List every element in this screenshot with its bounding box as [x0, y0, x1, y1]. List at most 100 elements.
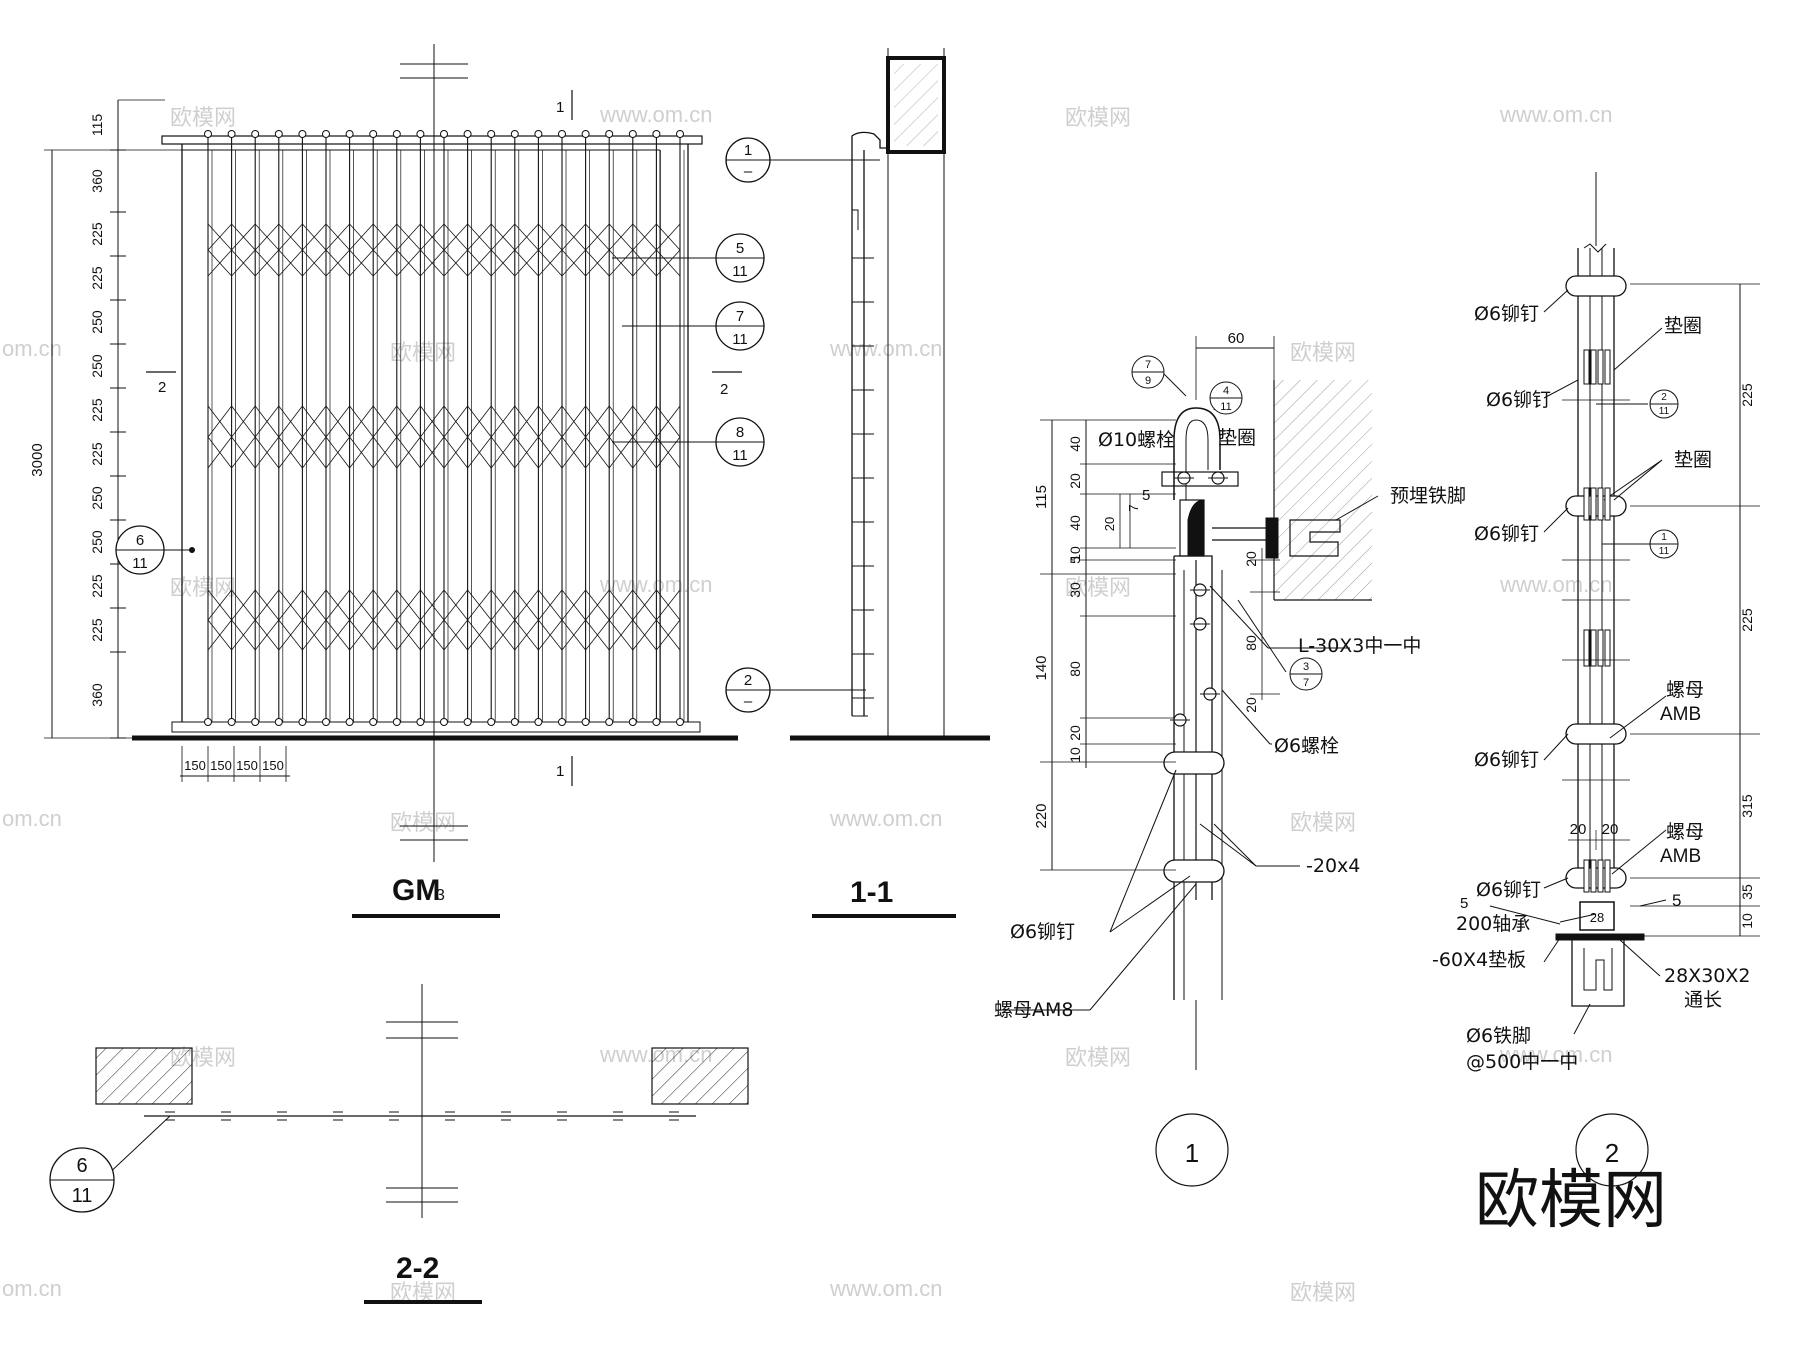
lattice-bar [349, 223, 374, 251]
lattice-bar [538, 405, 563, 438]
lattice-bar [561, 249, 586, 277]
rivet [369, 718, 378, 726]
rivet [605, 130, 614, 138]
lattice-bar [372, 249, 398, 277]
lattice-bar [349, 405, 374, 438]
lattice-bar [396, 405, 421, 438]
section-1-1-callout-2: 2 – [725, 667, 866, 713]
lattice-bar [302, 436, 327, 469]
elevation-dim-label: 250 [89, 354, 105, 378]
cut-mark-1-bottom: 1 [556, 763, 564, 780]
rivet [463, 718, 472, 726]
lattice-bar [396, 589, 421, 621]
lattice-bar [302, 249, 327, 277]
lattice-bar [538, 249, 563, 277]
washer-plate [1583, 629, 1590, 667]
detail-1-dim-right: 80 [1243, 635, 1259, 651]
washer-plate [1583, 349, 1590, 385]
rivet [628, 130, 637, 138]
detail-1-dim-inner: 80 [1067, 661, 1083, 677]
callout-top: 7 [1145, 359, 1151, 371]
rivet [440, 130, 448, 138]
lattice-bar [325, 589, 350, 621]
detail-1-dim-right: 20 [1243, 697, 1259, 713]
elevation-dim-label: 225 [89, 398, 105, 422]
label-washer: 垫圈 [1218, 427, 1256, 449]
section-2-2-marks [165, 1111, 679, 1121]
lattice-bar [278, 589, 303, 621]
detail-2-plates [1562, 349, 1630, 893]
lattice-bar [325, 249, 350, 277]
label-angle-steel: L-30X3中一中 [1298, 635, 1421, 657]
lattice-bar [420, 223, 445, 251]
detail-2-dim-right: 225 [1739, 608, 1755, 632]
elevation-callout-5-11: 5 11 [612, 233, 765, 283]
lattice-bar [278, 223, 303, 251]
lattice-bar [490, 589, 516, 621]
callout-bottom: 11 [72, 1185, 93, 1207]
lattice-bar [632, 405, 657, 438]
callout-bottom: 11 [732, 331, 748, 348]
callout-bottom: – [744, 163, 753, 180]
rivet [392, 130, 401, 138]
label-channel: 28X30X2 [1664, 965, 1750, 987]
label-washer: 垫圈 [1674, 449, 1712, 471]
lattice-bar [608, 619, 634, 651]
lattice-bar [254, 619, 280, 651]
label-amb: AMB [1660, 846, 1701, 867]
lattice-bar [538, 223, 563, 251]
callout-top: 2 [744, 672, 752, 689]
lattice-bar [372, 223, 398, 251]
detail-1-dim-inner: 10 [1067, 546, 1083, 562]
rivet [558, 130, 566, 138]
rivet [652, 130, 661, 138]
section-2-2-callout: 6 11 [49, 1147, 115, 1213]
detail-2-callout-1-11: 1 11 [1602, 529, 1679, 559]
elevation-dim-label: 225 [89, 618, 105, 642]
callout-bottom: – [744, 693, 753, 710]
watermark-site: www.om.cn [599, 102, 712, 127]
lattice-bar [514, 436, 539, 469]
elevation-dim-label: 250 [89, 530, 105, 554]
elevation-bottom-dim-label: 150 [262, 758, 284, 773]
detail-2-dim-small: 20 [1570, 821, 1587, 838]
lattice-bar [490, 436, 516, 469]
detail-2-number: 2 [1605, 1138, 1619, 1168]
watermark-site: www.om.cn [599, 572, 712, 597]
washer-plate [1590, 487, 1597, 521]
lattice-bar [467, 436, 492, 469]
elevation-callout-8-11: 8 11 [612, 417, 765, 467]
rivet [676, 718, 684, 726]
lattice-bar [585, 619, 610, 651]
lattice-bar [490, 405, 516, 438]
watermark-site: www.om.cn [1499, 572, 1612, 597]
lattice-bar [231, 436, 256, 469]
elevation-dim-label: 225 [89, 442, 105, 466]
rivet [204, 718, 212, 726]
washer-plate [1604, 487, 1611, 521]
washer-plate [1583, 487, 1590, 521]
watermark-brand: 欧模网 [1065, 106, 1131, 131]
lattice-bar [608, 405, 634, 438]
watermark-site: www.om.cn [1499, 1042, 1612, 1067]
rivet [298, 718, 307, 726]
label-spacing: @500中一中 [1466, 1051, 1578, 1073]
lattice-bar [656, 223, 681, 251]
lattice-bar [514, 405, 539, 438]
lattice-bar [656, 249, 681, 277]
callout-top: 6 [136, 532, 144, 549]
label-flat-bar: -20x4 [1306, 855, 1360, 877]
watermark-edge: om.cn [2, 336, 62, 361]
label-foot: Ø6铁脚 [1466, 1025, 1531, 1047]
rivet [534, 130, 543, 138]
elevation-dim-label: 360 [89, 683, 105, 707]
watermark-edge: om.cn [2, 806, 62, 831]
lattice-bar [254, 223, 280, 251]
lattice-bar [420, 619, 445, 651]
detail-2-num-5b: 5 [1672, 891, 1681, 910]
cut-mark-2-left: 2 [158, 379, 166, 396]
label-bearing: 200轴承 [1456, 913, 1530, 935]
lattice-bar [420, 589, 445, 621]
lattice-bar [656, 589, 681, 621]
detail-1-bolts [1170, 471, 1228, 727]
